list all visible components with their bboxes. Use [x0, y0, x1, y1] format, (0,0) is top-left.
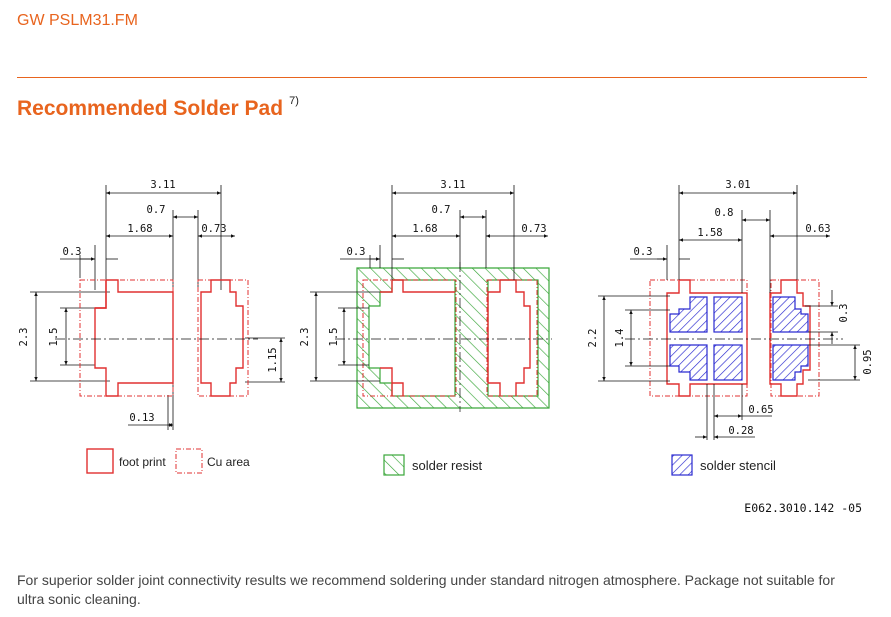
dim-gap-b: 0.28	[728, 425, 753, 437]
dim-height: 2.3	[299, 328, 311, 347]
soldering-note: For superior solder joint connectivity r…	[17, 572, 835, 607]
product-code: GW PSLM31.FM	[17, 12, 138, 29]
dim-height: 2.3	[18, 328, 30, 347]
dim-inner-height: 1.4	[614, 329, 626, 348]
dim-total-width: 3.11	[150, 179, 175, 191]
drawing-solder-resist: 3.11 0.7 1.68 0.73 0.3 2.3 1.5 solder re…	[299, 179, 552, 476]
solder-resist-legend-swatch	[383, 454, 405, 476]
dim-gap: 0.8	[715, 207, 734, 219]
dim-left-width: 1.58	[697, 227, 722, 239]
solder-stencil-legend-label: solder stencil	[700, 458, 776, 473]
drawing-solder-stencil: 3.01 0.8 1.58 0.63 0.3 2.2 1.4 0.3 0.95 …	[587, 179, 874, 476]
dim-gap-a: 0.65	[748, 404, 773, 416]
dim-right-height: 1.15	[267, 347, 279, 372]
dim-gap: 0.7	[147, 204, 166, 216]
dim-inner-height: 1.5	[48, 328, 60, 347]
section-title-text: Recommended Solder Pad	[17, 97, 284, 120]
drawing-footprint: 3.11 0.7 1.68 0.73 0.3 2.3 1.5 1.15 0.13…	[18, 179, 285, 474]
dim-notch: 0.3	[634, 246, 653, 258]
footnote-marker: 7)	[289, 95, 299, 107]
section-title: Recommended Solder Pad 7)	[17, 95, 299, 121]
footprint-legend-swatch	[86, 448, 114, 474]
dim-total-width: 3.11	[440, 179, 465, 191]
dim-right-notch: 0.3	[838, 304, 850, 323]
dim-right-width: 0.73	[201, 223, 226, 235]
dim-notch: 0.3	[63, 246, 82, 258]
cu-area-legend-label: Cu area	[207, 455, 250, 469]
dim-right-width: 0.73	[521, 223, 546, 235]
dim-left-width: 1.68	[412, 223, 437, 235]
cu-area-legend-swatch	[175, 448, 203, 474]
solder-resist-legend-label: solder resist	[412, 458, 482, 473]
dim-right-width: 0.63	[805, 223, 830, 235]
dim-gap: 0.7	[432, 204, 451, 216]
dim-right-height: 0.95	[862, 349, 874, 374]
solder-stencil-legend-swatch	[671, 454, 693, 476]
dim-bottom-offset: 0.13	[129, 412, 154, 424]
document-number: E062.3010.142 -05	[744, 501, 862, 515]
header-divider	[17, 77, 867, 78]
dim-notch: 0.3	[347, 246, 366, 258]
dim-left-width: 1.68	[127, 223, 152, 235]
dim-inner-height: 1.5	[328, 328, 340, 347]
dim-total-width: 3.01	[725, 179, 750, 191]
footprint-legend-label: foot print	[119, 455, 166, 469]
dim-height: 2.2	[587, 329, 599, 348]
